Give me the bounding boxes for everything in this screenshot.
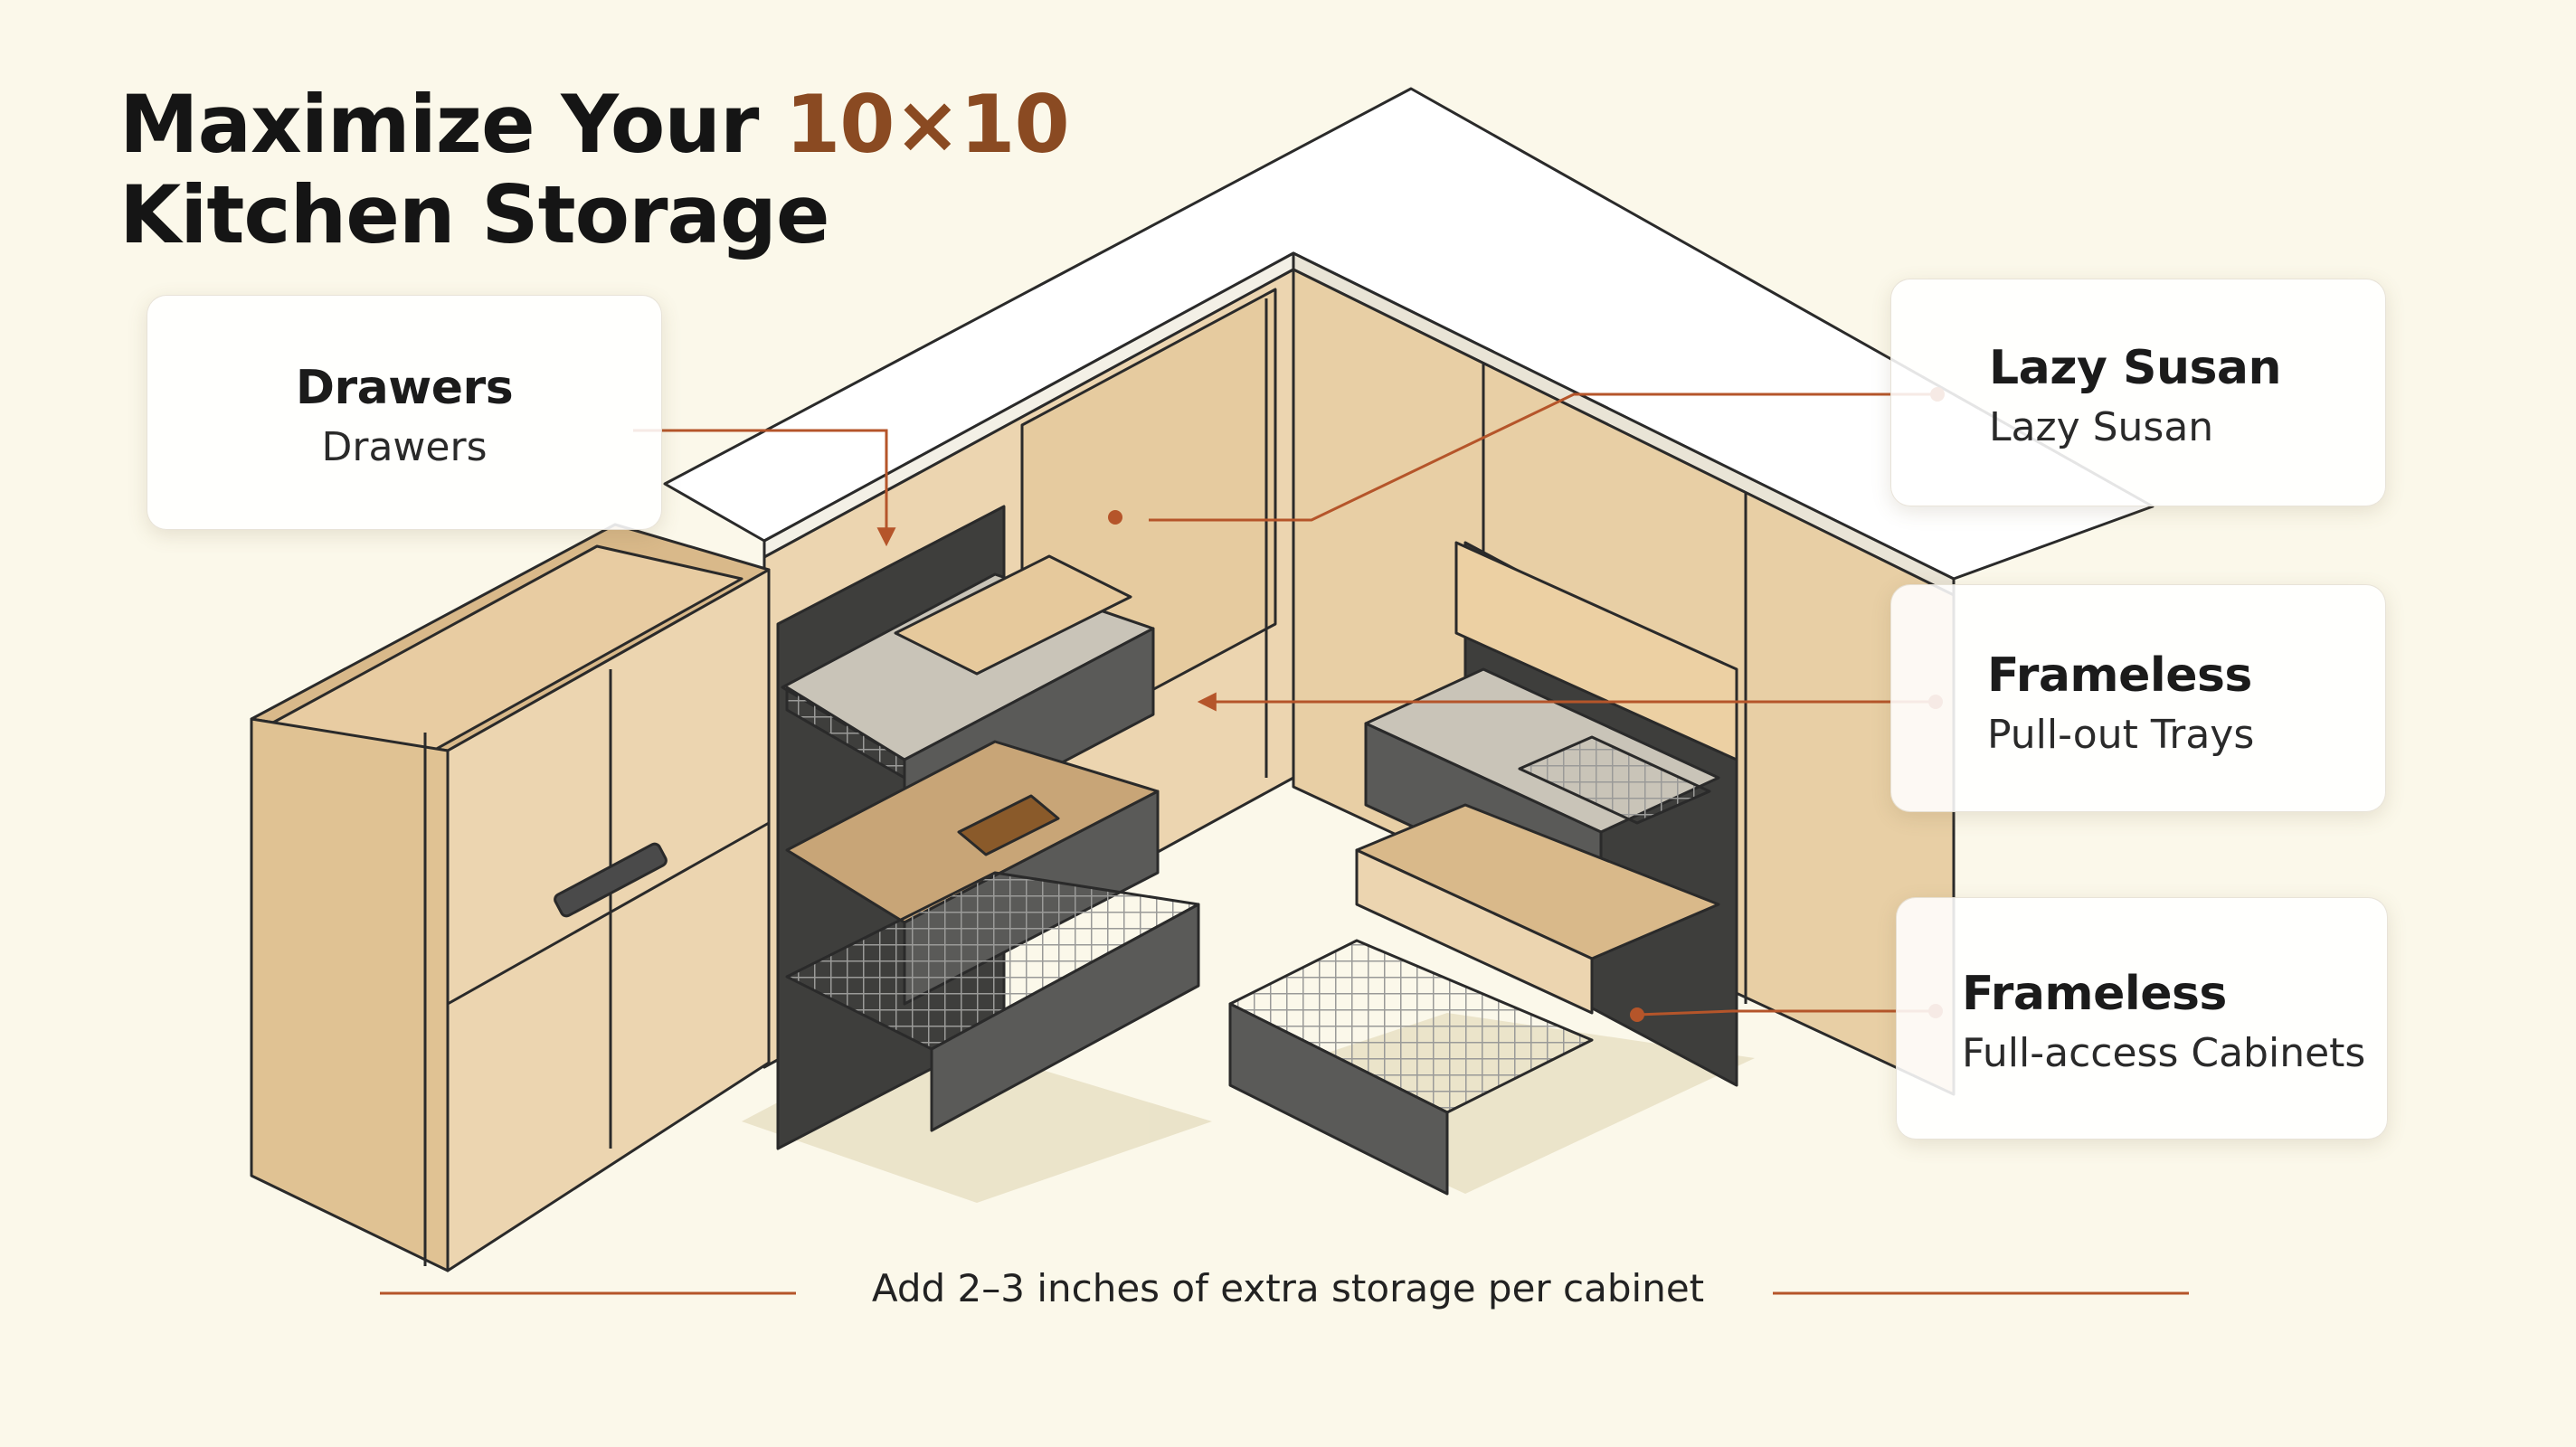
callout-pull-out-trays: Frameless Pull-out Trays [1890, 584, 2386, 812]
leader-drawers [633, 429, 896, 547]
footer-caption: Add 2–3 inches of extra storage per cabi… [871, 1266, 1705, 1310]
callout-trays-heading: Frameless [1987, 648, 2252, 703]
callout-full-access-subtitle: Full-access Cabinets [1962, 1030, 2366, 1076]
callout-full-access-cabinets: Frameless Full-access Cabinets [1896, 897, 2388, 1140]
leader-full-access [1636, 1009, 1936, 1017]
leader-lazy-susan [1149, 392, 1937, 522]
callout-drawers-subtitle: Drawers [321, 424, 488, 470]
tall-cabinet-left [250, 523, 771, 1272]
callout-full-access-heading: Frameless [1962, 967, 2227, 1021]
callout-drawers-heading: Drawers [295, 361, 514, 415]
callout-trays-subtitle: Pull-out Trays [1987, 712, 2255, 758]
callout-drawers: Drawers Drawers [147, 295, 662, 530]
callout-lazy-susan-heading: Lazy Susan [1989, 341, 2282, 395]
title-line2: Kitchen Storage [119, 168, 830, 261]
drawer-stack-left [776, 505, 1200, 1150]
drawer-stack-right [1228, 541, 1738, 1196]
title-line1: Maximize Your [119, 78, 786, 171]
callout-lazy-susan-subtitle: Lazy Susan [1989, 404, 2214, 450]
title-accent: 10×10 [785, 78, 1070, 171]
callout-lazy-susan: Lazy Susan Lazy Susan [1890, 279, 2386, 506]
